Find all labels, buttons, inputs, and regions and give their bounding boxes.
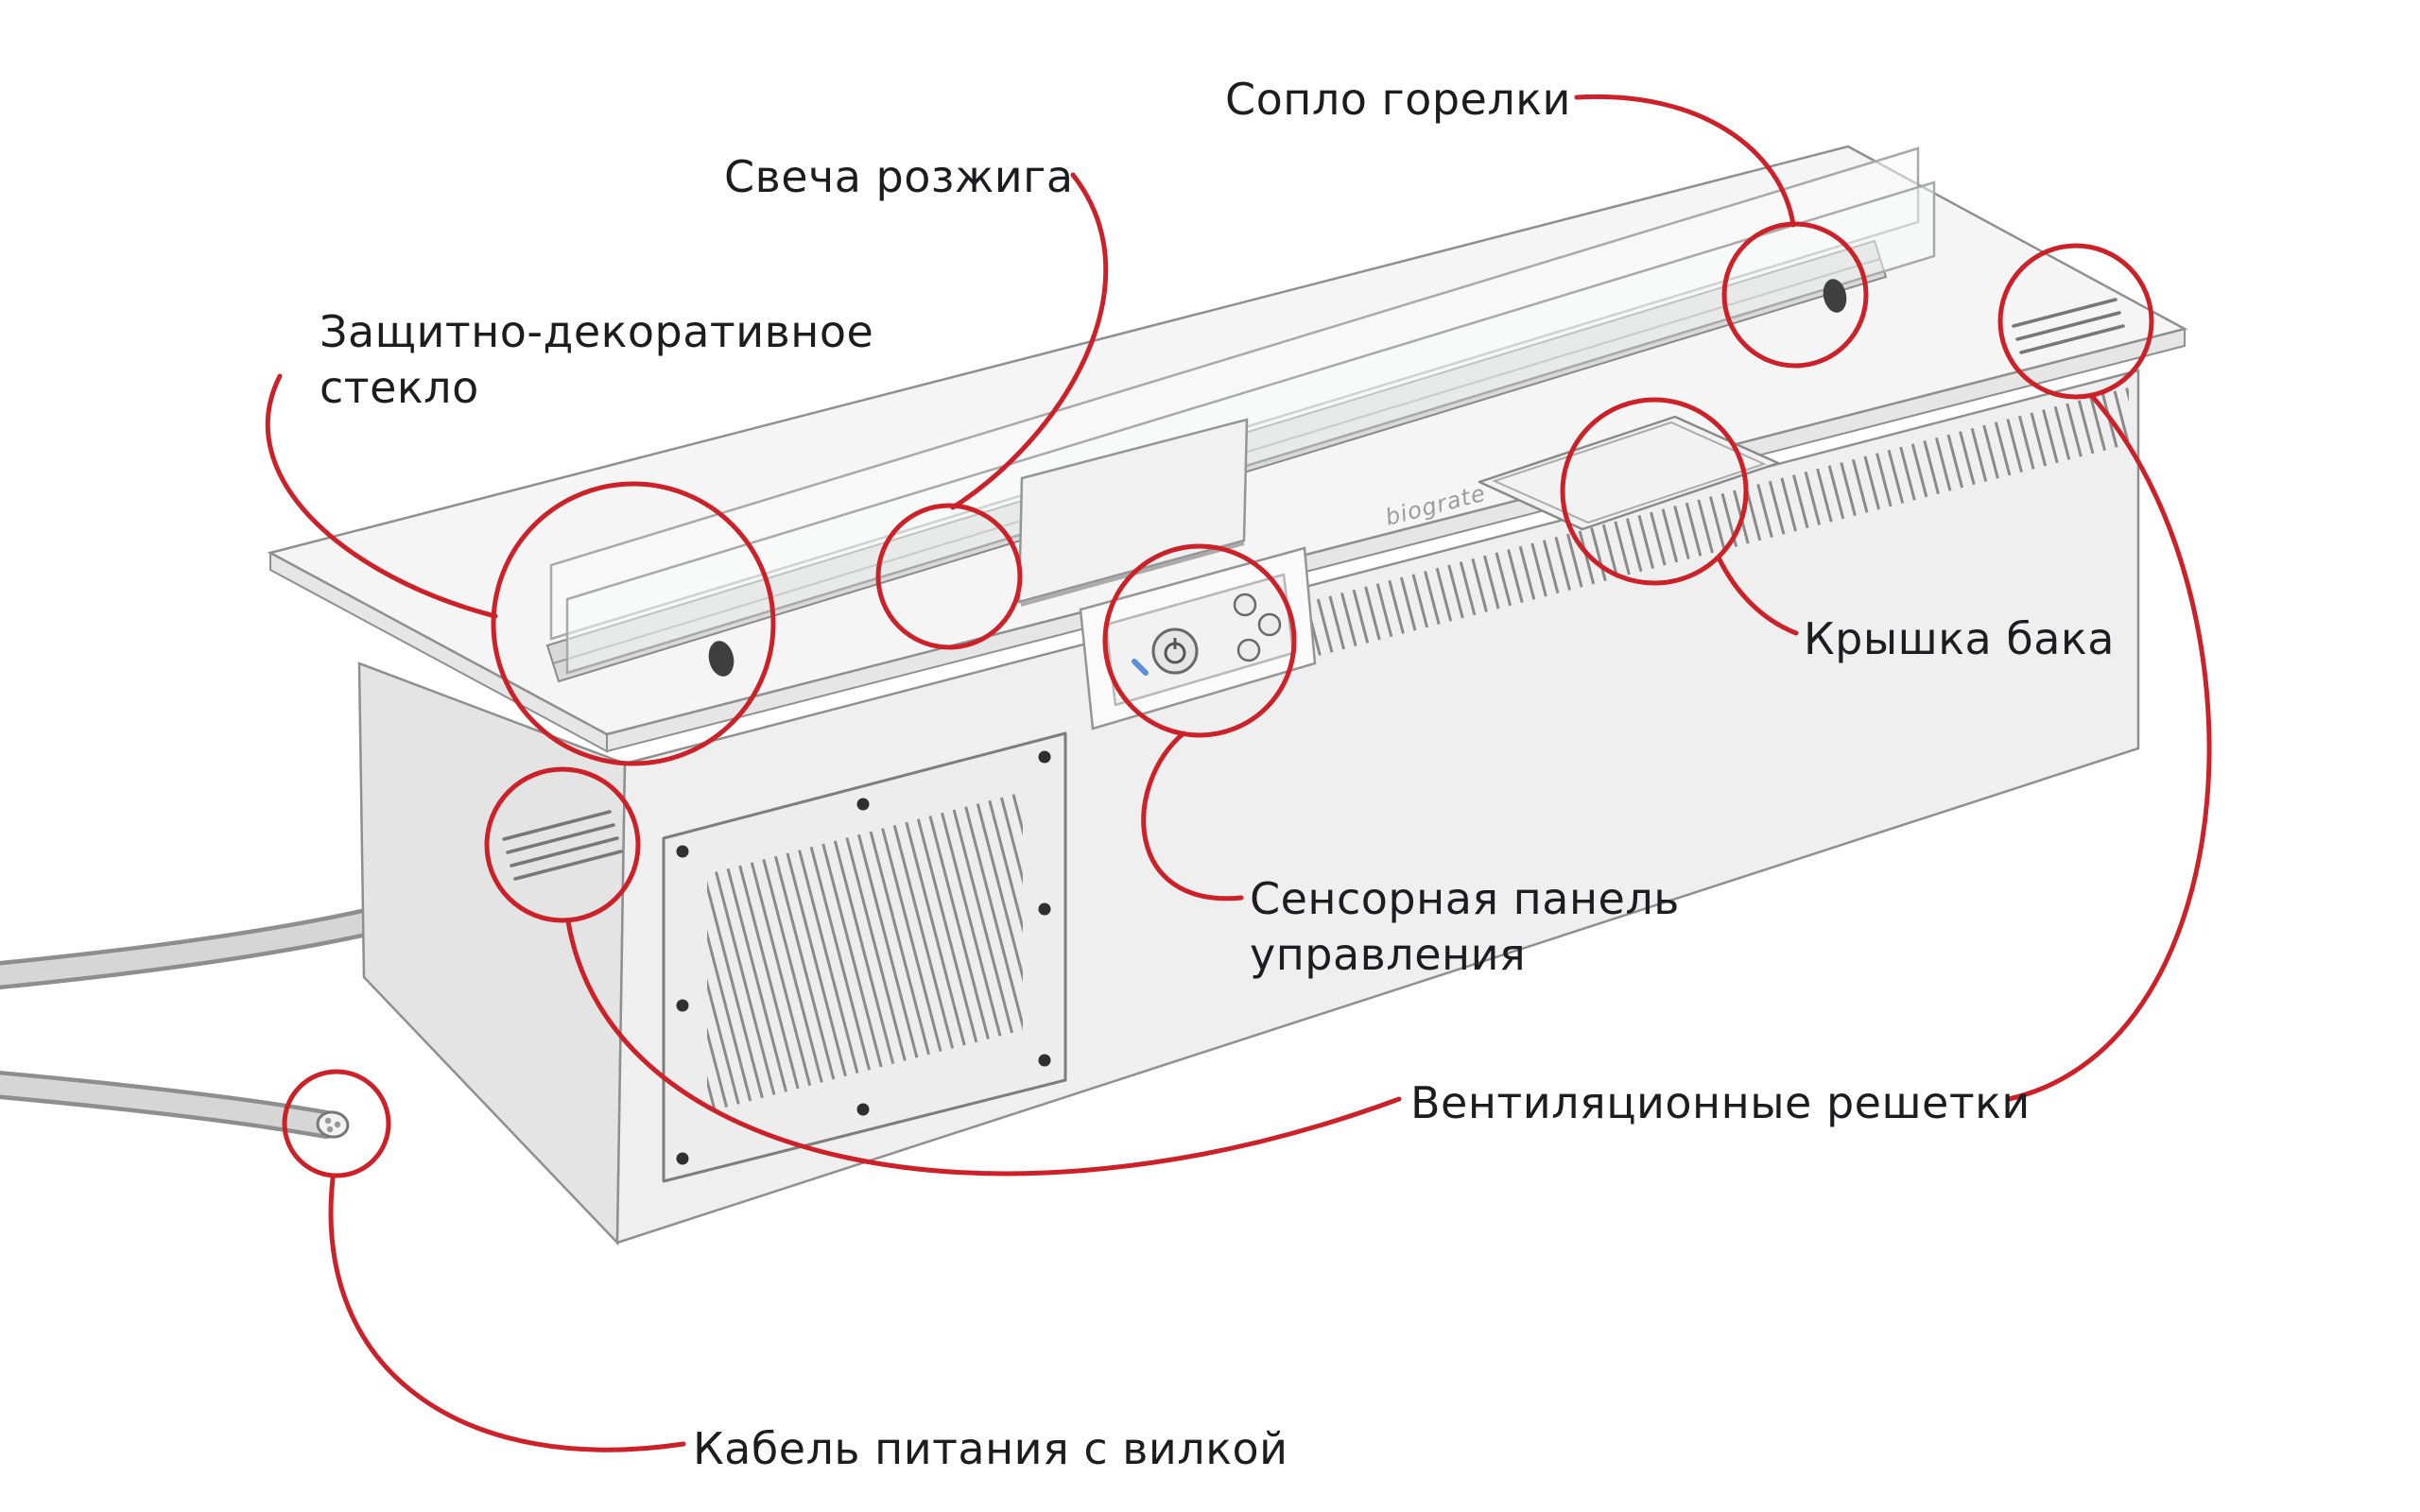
annotations — [265, 94, 2212, 1452]
cable-plug-end — [316, 1110, 350, 1139]
vent-panel-screws — [676, 750, 1051, 1165]
status-led — [1132, 659, 1149, 676]
annotation-line-tank-lid — [1716, 555, 1799, 636]
control-panel-lid — [1017, 418, 1249, 604]
body-left-face — [357, 662, 627, 1246]
annotation-circle-control-panel — [1102, 543, 1297, 738]
ignition-plug-knob — [708, 641, 735, 677]
annotation-circle-ignition — [875, 503, 1023, 650]
annotation-circle-glass — [491, 481, 776, 766]
burner-assembly — [545, 146, 1936, 683]
vent-band-front — [1115, 387, 2129, 709]
power-cable-illustration — [0, 907, 385, 1139]
annotation-line-cable — [328, 1176, 686, 1452]
vent-panel-front — [662, 731, 1067, 1183]
annotation-circle-tank-lid — [1560, 397, 1749, 586]
label-power-cable: Кабель питания с вилкой — [693, 1423, 1288, 1474]
tank-lid-illustration — [1478, 415, 1780, 531]
label-ignition-plug: Свеча розжига — [724, 151, 1074, 202]
annotation-circle-cable — [282, 1069, 391, 1178]
annotation-line-ignition — [950, 172, 1109, 510]
annotation-line-vent-left — [565, 919, 1402, 1177]
power-button-icon — [1151, 627, 1199, 675]
label-tank-lid: Крышка бака — [1804, 613, 2115, 664]
protective-glass-front — [565, 180, 1936, 675]
annotation-line-glass — [265, 373, 498, 619]
annotation-circle-vent-right — [1997, 243, 2154, 400]
label-burner-nozzle: Сопло горелки — [1225, 74, 1571, 125]
vent-grille-front-left — [502, 810, 623, 881]
vent-grille-top-right — [2012, 298, 2125, 354]
annotation-circle-vent-left — [484, 766, 641, 923]
annotation-line-vent-right — [2006, 392, 2212, 1102]
burner-nozzle-knob — [1823, 279, 1847, 313]
label-protective-glass: Защитно-декоративное стекло — [320, 306, 874, 413]
label-control-panel: Сенсорная панель управления — [1250, 873, 1680, 980]
label-vent-grilles: Вентиляционные решетки — [1410, 1077, 2031, 1128]
annotation-line-control-panel — [1141, 730, 1244, 902]
annotation-line-nozzle — [1574, 94, 1796, 228]
